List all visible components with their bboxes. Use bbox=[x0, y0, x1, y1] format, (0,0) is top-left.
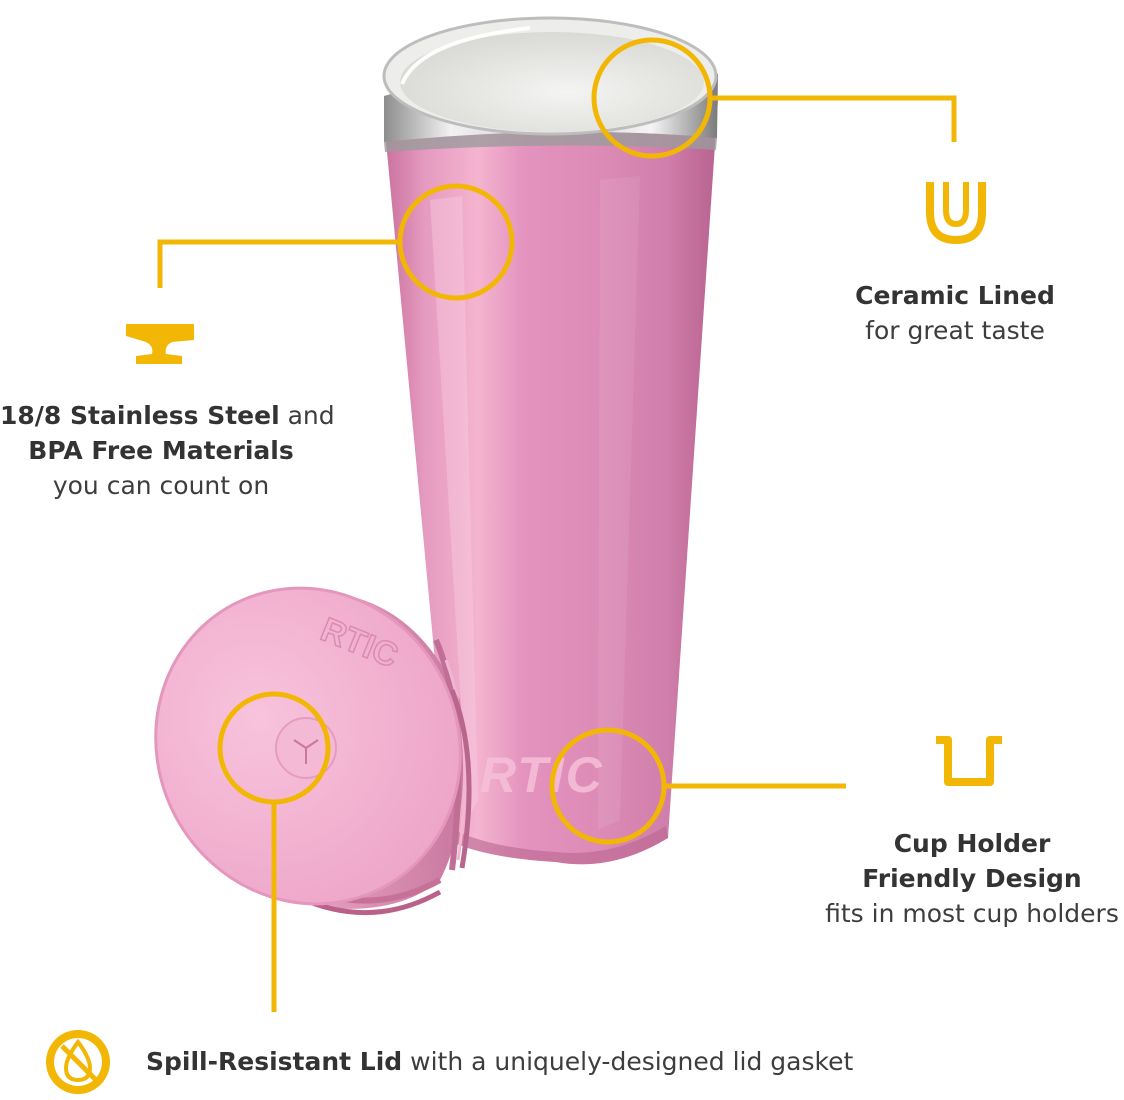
callout-steel bbox=[157, 183, 515, 301]
tumbler-illustration: RTIC bbox=[382, 16, 718, 865]
steel-title-rest: and bbox=[279, 401, 335, 430]
cup-logo: RTIC bbox=[480, 747, 604, 803]
callout-ceramic bbox=[591, 37, 957, 159]
lid-title: Spill-Resistant Lid bbox=[146, 1047, 403, 1076]
cup-holder-icon bbox=[936, 736, 1002, 786]
no-spill-drop-icon bbox=[46, 1030, 110, 1094]
u-shape-icon bbox=[926, 182, 986, 245]
cupholder-line3: fits in most cup holders bbox=[825, 899, 1119, 928]
cupholder-line2: Friendly Design bbox=[862, 864, 1082, 893]
steel-title-bold: 18/8 Stainless Steel bbox=[0, 401, 280, 430]
ceramic-title: Ceramic Lined bbox=[855, 281, 1055, 310]
lid-illustration: RTIC bbox=[154, 586, 472, 916]
steel-line3: you can count on bbox=[52, 471, 270, 500]
steel-line2: BPA Free Materials bbox=[28, 436, 294, 465]
cupholder-line1: Cup Holder bbox=[893, 829, 1051, 858]
anvil-icon bbox=[126, 324, 194, 364]
lid-feature-text: Spill-Resistant Lid with a uniquely-desi… bbox=[146, 1044, 853, 1079]
callout-cupholder bbox=[549, 727, 846, 845]
ceramic-subtitle: for great taste bbox=[865, 316, 1045, 345]
steel-feature-text: 18/8 Stainless Steel and BPA Free Materi… bbox=[0, 398, 335, 503]
cupholder-feature-text: Cup Holder Friendly Design fits in most … bbox=[820, 826, 1124, 931]
ceramic-feature-text: Ceramic Lined for great taste bbox=[830, 278, 1080, 348]
lid-rest: with a uniquely-designed lid gasket bbox=[402, 1047, 854, 1076]
callout-lid bbox=[217, 691, 331, 1012]
